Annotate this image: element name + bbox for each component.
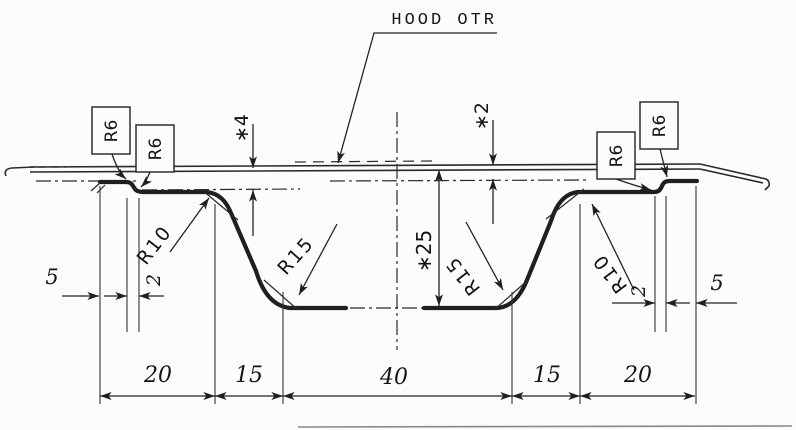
text-labels: HOOD OTR ∗4 ∗2 ∗25 R10 R15 R15 R10 5 2 2… (45, 11, 723, 390)
right-offset-5: 5 (710, 271, 723, 295)
right-step-2: 2 (628, 285, 650, 298)
extension-lines (99, 186, 697, 404)
leader-r6-right-outer (659, 148, 669, 178)
r6-box-left-outer (91, 106, 131, 155)
gap2-label: ∗2 (471, 102, 493, 130)
r6-box-right-outer (639, 101, 679, 150)
chain-15-left: 15 (235, 363, 263, 388)
r6-box-left-inner (135, 124, 175, 173)
tangent-lines (201, 188, 585, 311)
leader-r6-left-outer (111, 153, 127, 180)
depth25-label: ∗25 (412, 230, 436, 272)
leader-r6-left-inner (140, 171, 153, 188)
section-profile (90, 178, 700, 311)
leader-hood-otr (337, 32, 497, 164)
r15-left-label: R15 (273, 232, 318, 279)
gap4-label: ∗4 (231, 114, 253, 142)
r6-boxes: R6 R6 R6 R6 (91, 101, 679, 180)
profile-left-half (97, 179, 349, 311)
datum-flange-left (141, 188, 301, 191)
tangent-r15-right (493, 279, 529, 311)
surface-left-end-hook (4, 166, 35, 177)
left-offset-5: 5 (45, 265, 58, 289)
tangent-r15-left (263, 279, 299, 311)
surface-slope-lower (699, 168, 764, 184)
r6-label-right-outer: R6 (650, 115, 670, 138)
hood-otr-callout: HOOD OTR (391, 11, 497, 30)
profile-left-end-tick (90, 182, 106, 194)
chain-15-right: 15 (533, 363, 561, 388)
chain-20-left: 20 (143, 363, 172, 388)
leader-r10-left (169, 197, 210, 253)
chain-40: 40 (379, 365, 408, 390)
r6-label-left-inner: R6 (146, 138, 166, 161)
tangent-r10-left (201, 189, 239, 221)
tangent-r10-right (545, 188, 585, 220)
dimension-lines (62, 120, 737, 400)
left-step-2: 2 (143, 274, 165, 287)
chain-20-right: 20 (623, 363, 652, 388)
r6-label-right-inner: R6 (607, 145, 627, 168)
scan-edge-artifact (297, 425, 793, 428)
r15-right-label: R15 (441, 252, 485, 300)
surface-center-dashes (294, 160, 433, 163)
leader-r15-right (465, 221, 504, 291)
leader-r6-right-inner (615, 178, 652, 191)
r6-box-right-inner (596, 131, 636, 180)
hood-outer-surface-lines (4, 160, 770, 191)
r6-label-left-outer: R6 (102, 120, 122, 143)
leader-lines (111, 32, 669, 296)
leader-r10-right (591, 203, 635, 291)
datum-right (329, 179, 589, 182)
profile-right-half (421, 178, 700, 311)
surface-slope-upper (699, 163, 770, 191)
leader-r15-left (298, 223, 338, 296)
